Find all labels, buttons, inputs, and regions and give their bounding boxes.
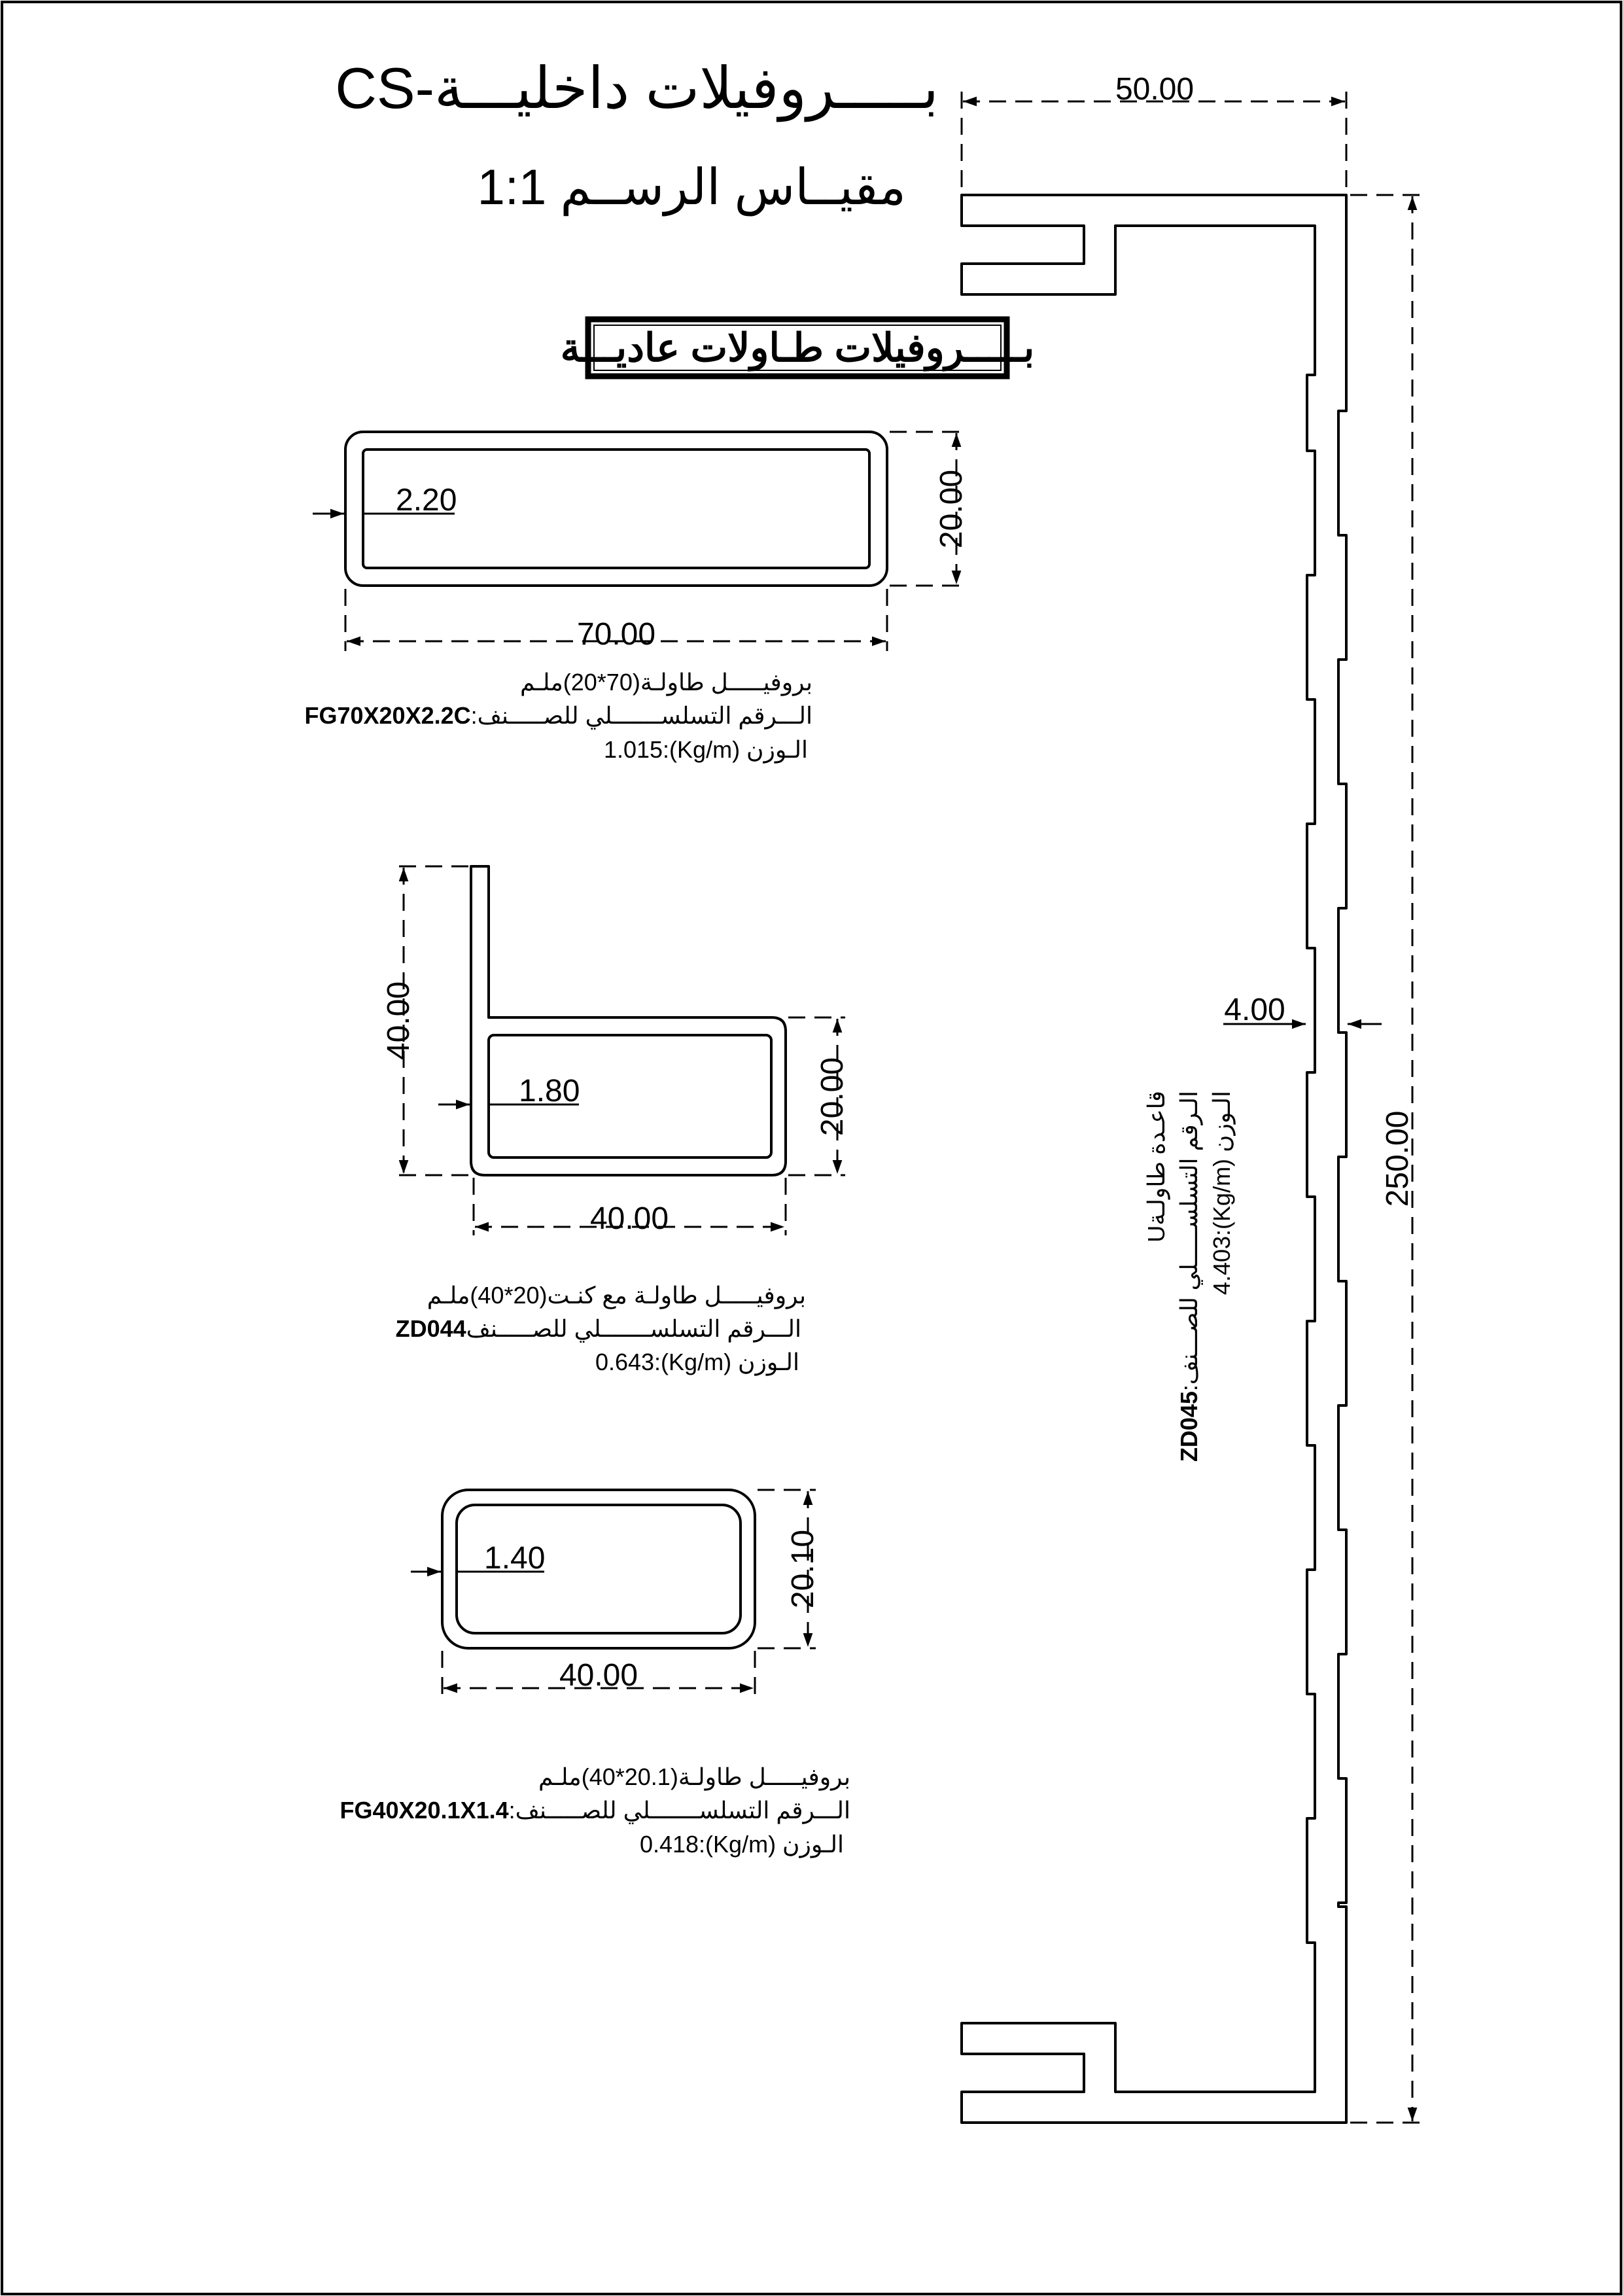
profile-code-line: الـــرقم التسلســـــــلي للصـــــنف:FG40… — [340, 1797, 850, 1824]
dim-thickness: 4.00 — [1224, 993, 1285, 1027]
u-profile-zd045: 50.00 250.00 4.00 قاعـدة طاولـةU الـرقم … — [960, 72, 1421, 2124]
code-label: الـــرقم التسلســـــــلي للصـــــنف: — [471, 702, 812, 730]
profile-weight: الـوزن (Kg/m):0.643 — [595, 1349, 799, 1376]
profile-outer — [441, 1489, 756, 1650]
section-heading-box: بـــــروفيلات طـاولات عاديـــة — [561, 316, 1035, 380]
scale-label: مقيــاس الرســم 1:1 — [478, 160, 906, 217]
profile-weight: الـوزن (Kg/m):0.418 — [640, 1831, 844, 1858]
dim-height: 20.00 — [815, 1057, 850, 1136]
profile-code: FG70X20X2.2C — [304, 702, 470, 729]
profile-code-line: الـــرقم التسلســـــــلي للصـــــنف:FG70… — [304, 702, 812, 730]
profile-code: ZD045 — [1176, 1391, 1202, 1462]
profile-code-line: الـــرقم التسلســـــــلي للصـــــنفZD044 — [396, 1315, 801, 1343]
profile-weight: الـوزن (Kg/m):1.015 — [604, 736, 808, 764]
dim-total-height: 40.00 — [381, 981, 416, 1060]
profile-fg70x20: 70.00 20.00 2.20 بروفيـــــل طاولـة(70*2… — [304, 431, 969, 764]
profile-inner — [455, 1504, 742, 1634]
profile-outer — [470, 865, 787, 1176]
profile-outer — [344, 431, 888, 587]
dim-thickness: 2.20 — [396, 483, 457, 518]
dim-thickness: 1.40 — [484, 1541, 545, 1576]
dim-height: 20.10 — [786, 1530, 820, 1608]
dim-thickness: 1.80 — [519, 1074, 580, 1108]
profile-description: بروفيـــــل طاولـة(70*20)ملـم — [520, 669, 812, 696]
dim-height: 20.00 — [934, 470, 969, 548]
profile-description: بروفيـــــل طاولـة مع كنـت(20*40)ملـم — [427, 1282, 806, 1309]
code-label: الـــرقم التسلســـــــلي للصـــــنف — [466, 1315, 801, 1343]
profile-description: قاعـدة طاولـةU — [1143, 1091, 1170, 1243]
profile-weight: الـوزن (Kg/m):4.403 — [1208, 1091, 1236, 1295]
dim-width: 40.00 — [559, 1658, 638, 1693]
code-label: الـرقم التسلســـــلي للصـــنف: — [1176, 1091, 1203, 1391]
profile-fg40x20: 20.10 1.40 40.00 بروفيـــــل طاولـة(20.1… — [340, 1489, 850, 1858]
profile-inner — [362, 448, 871, 569]
dim-width: 40.00 — [590, 1201, 669, 1236]
sheet-title: بـــــروفيلات داخليـــة-CS — [335, 56, 939, 122]
u-profile-outline — [960, 194, 1348, 2124]
dim-width: 70.00 — [577, 617, 655, 652]
profile-inner — [487, 1034, 773, 1159]
code-label: الـــرقم التسلســـــــلي للصـــــنف: — [509, 1797, 850, 1824]
dim-height: 250.00 — [1380, 1111, 1415, 1207]
profile-code: FG40X20.1X1.4 — [340, 1797, 508, 1824]
profile-code: ZD044 — [396, 1315, 466, 1342]
profile-zd044: 40.00 20.00 1.80 40.00 بروفيـــــل طاولـ… — [381, 865, 850, 1376]
profile-code-line: الـرقم التسلســـــلي للصـــنف:ZD045 — [1176, 1091, 1203, 1462]
profile-description: بروفيـــــل طاولـة(20.1*40)ملـم — [538, 1763, 850, 1791]
section-heading: بـــــروفيلات طـاولات عاديـــة — [561, 326, 1035, 372]
dim-width: 50.00 — [1115, 72, 1194, 107]
